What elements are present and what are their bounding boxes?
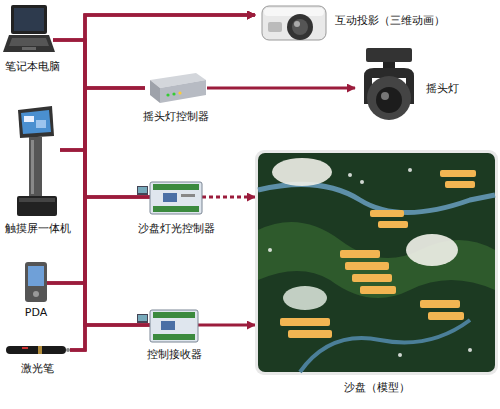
device-node: 激光笔 [5,344,70,356]
controller-node: 沙盘灯光控制器 [150,180,202,215]
connector-line [53,40,150,197]
device-label: 笔记本电脑 [5,60,60,73]
projector-icon [262,6,326,40]
device-label: 摇头灯控制器 [143,110,209,123]
device-label: 沙盘灯光控制器 [138,222,215,235]
device-label: 触摸屏一体机 [5,222,71,235]
connector-line [70,15,255,350]
connector-line [60,88,145,150]
connector-line [60,150,150,197]
moving-head-light-icon [364,48,414,120]
connector-line [53,15,255,40]
connector-line [198,324,255,327]
controller-node: 控制接收器 [150,308,198,343]
laser-pen-icon [6,346,70,354]
device-node: 笔记本电脑 [3,5,53,55]
plc-controller-icon [137,182,202,214]
controller-box-icon [150,73,206,103]
connector-line [47,197,150,283]
connector-line [202,196,255,199]
touchscreen-kiosk-icon [17,106,57,216]
connector-line [70,88,145,350]
output-node: 互动投影（三维动画） [255,3,330,45]
connector-line [47,88,145,283]
connector-line [70,197,150,350]
receiver-icon [137,310,198,342]
device-node: PDA [25,262,47,302]
connector-line [47,15,255,283]
connector-line [207,87,355,90]
controller-node: 摇头灯控制器 [145,72,207,104]
output-node: 摇头灯 [355,46,420,126]
pda-icon [25,262,47,302]
device-label: PDA [25,306,47,319]
connector-line [60,150,150,325]
laptop-icon [3,5,55,52]
device-label: 互动投影（三维动画） [335,14,445,27]
connector-line [60,15,255,150]
connector-line [47,283,150,325]
device-label: 摇头灯 [426,82,459,95]
device-node: 触摸屏一体机 [15,106,60,218]
connector-line [53,40,145,88]
sand-table-photo [255,150,498,375]
sand-table-node: 沙盘（模型） [255,150,498,375]
device-label: 控制接收器 [147,348,202,361]
device-label: 激光笔 [21,362,54,375]
device-label: 沙盘（模型） [344,381,410,394]
connector-line [70,325,150,350]
